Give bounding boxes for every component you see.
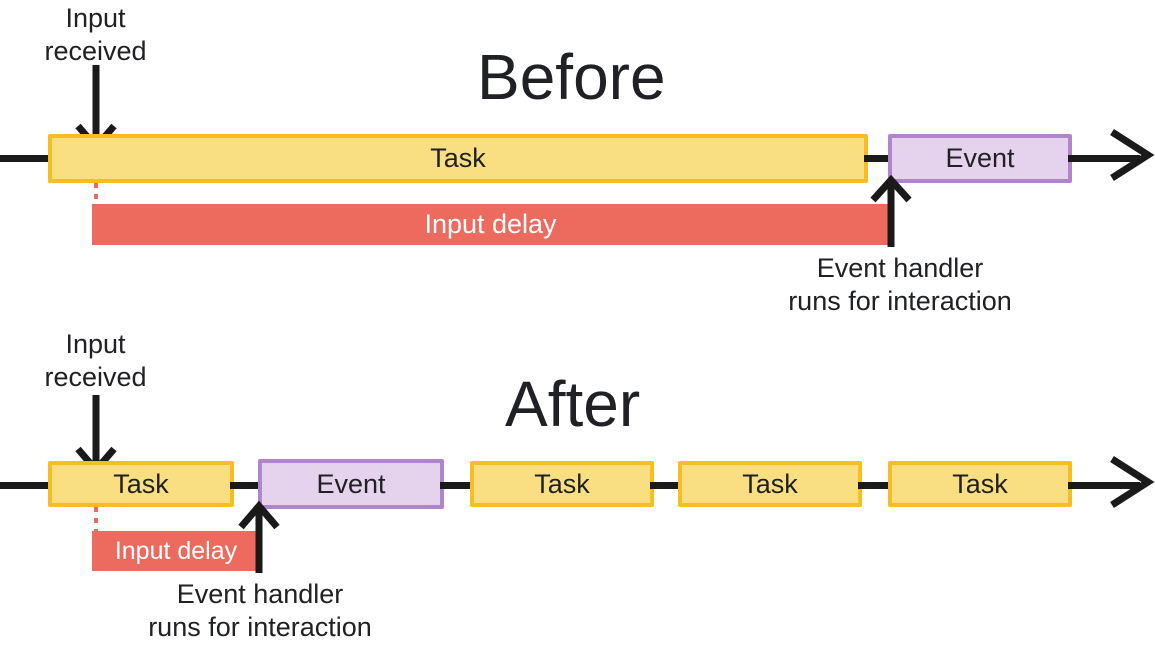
before-event-label: Event <box>945 143 1015 173</box>
before-timeline-right-rule <box>1068 155 1140 162</box>
before-input-received-line1: Input <box>65 3 126 33</box>
before-input-received-line2: received <box>44 35 147 66</box>
after-task-label-2: Task <box>534 468 590 499</box>
before-event-handler-label: Event handler runs for interaction <box>740 252 1060 318</box>
after-task-label-4: Task <box>952 468 1008 499</box>
after-task-box-1: Task <box>48 461 234 507</box>
after-event-handler-line1: Event handler <box>176 579 344 609</box>
before-timeline-arrowhead <box>1108 128 1155 182</box>
after-input-received-line1: Input <box>65 329 126 359</box>
after-timeline-left-rule <box>0 482 54 489</box>
after-task-box-3: Task <box>678 461 862 507</box>
before-event-handler-line1: Event handler <box>816 253 984 283</box>
after-timeline-right-rule <box>1068 482 1140 489</box>
after-event-label: Event <box>316 468 386 499</box>
after-input-delay-bar: Input delay <box>92 531 260 571</box>
after-section-title: After <box>505 368 641 440</box>
before-input-delay-label: Input delay <box>424 209 557 239</box>
after-connector-3 <box>650 482 682 489</box>
before-event-box: Event <box>888 134 1072 183</box>
after-task-label-3: Task <box>742 468 798 499</box>
after-task-label-1: Task <box>113 468 169 499</box>
before-input-received-label: Input received <box>18 2 173 68</box>
after-task-box-4: Task <box>888 461 1072 507</box>
before-timeline-left-rule <box>0 155 52 162</box>
after-event-box: Event <box>258 459 444 509</box>
before-task-box: Task <box>48 134 868 183</box>
after-event-handler-line2: runs for interaction <box>148 611 372 642</box>
after-timeline-arrowhead <box>1108 455 1155 509</box>
before-input-dotted-marker <box>94 183 98 204</box>
after-event-handler-arrow <box>237 500 281 575</box>
after-input-dotted-marker <box>94 507 98 531</box>
after-input-received-line2: received <box>44 361 147 392</box>
before-task-label: Task <box>430 143 486 173</box>
before-section-title: Before <box>477 41 666 113</box>
after-input-delay-label: Input delay <box>114 536 238 565</box>
after-task-box-2: Task <box>470 461 654 507</box>
after-input-received-label: Input received <box>18 328 173 394</box>
before-event-handler-line2: runs for interaction <box>788 285 1012 316</box>
before-input-delay-bar: Input delay <box>92 204 889 245</box>
before-event-handler-arrow <box>869 174 913 249</box>
after-event-handler-label: Event handler runs for interaction <box>100 578 420 644</box>
after-connector-4 <box>858 482 892 489</box>
after-connector-1 <box>230 482 262 489</box>
before-task-event-connector <box>864 155 892 162</box>
after-connector-2 <box>440 482 474 489</box>
